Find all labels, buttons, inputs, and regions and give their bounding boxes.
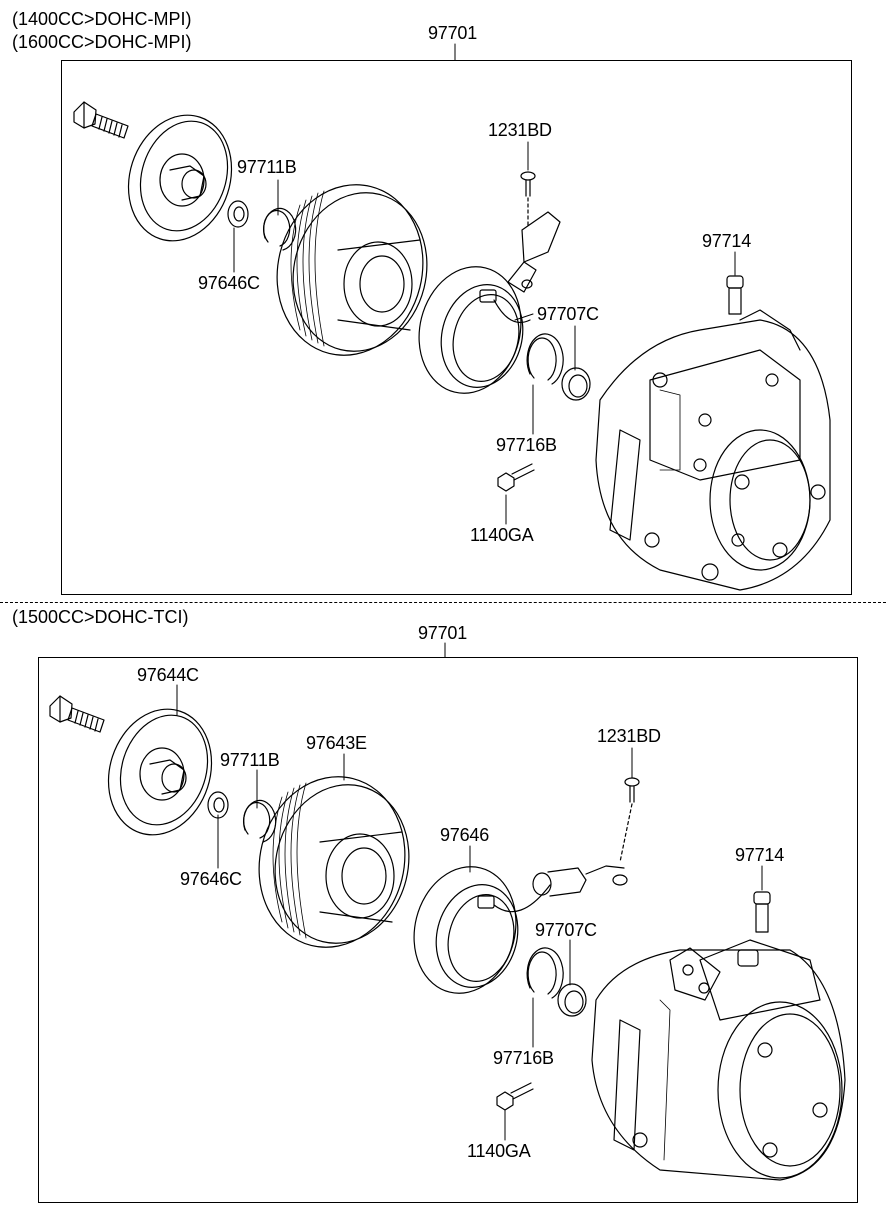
- part-label-97714: 97714: [735, 845, 785, 865]
- bolt-1: [73, 101, 129, 139]
- part-label-97644c: 97644C: [137, 665, 199, 685]
- engine-spec-1400cc: (1400CC>DOHC-MPI): [12, 9, 192, 29]
- leader-lines-2: [176, 642, 763, 1141]
- part-label-1140ga: 1140GA: [470, 525, 534, 545]
- seal-97707c-2: [557, 983, 587, 1017]
- part-label-97716b: 97716B: [496, 435, 557, 455]
- part-label-1231bd: 1231BD: [597, 726, 661, 746]
- clutch-hub-2: [107, 708, 213, 836]
- compressor-2: [591, 939, 846, 1181]
- part-label-97643e: 97643E: [306, 733, 367, 753]
- part-label-97711b: 97711B: [220, 750, 280, 770]
- leader-lines-1: [233, 43, 736, 525]
- compressor-1: [595, 309, 831, 591]
- engine-spec-1500cc: (1500CC>DOHC-TCI): [12, 607, 189, 627]
- bolt-1140ga-1: [497, 463, 535, 492]
- washer-97646c-2: [207, 791, 229, 819]
- part-label-97711b: 97711B: [237, 157, 297, 177]
- snap-ring-97711b-2: [243, 799, 277, 843]
- part-label-97714: 97714: [702, 231, 752, 251]
- washer-97646c-1: [227, 200, 249, 228]
- pulley-1: [276, 184, 428, 356]
- part-label-97646c: 97646C: [198, 273, 260, 293]
- field-coil-1: [418, 266, 531, 394]
- part-label-97707c: 97707C: [537, 304, 599, 324]
- part-label-97716b: 97716B: [493, 1048, 554, 1068]
- assembly-label-97701: 97701: [418, 623, 468, 643]
- engine-spec-1600cc: (1600CC>DOHC-MPI): [12, 32, 192, 52]
- diagram-frame-1: [61, 60, 852, 595]
- diagram-frame-2: [38, 657, 858, 1203]
- bolt-97714-2: [753, 891, 771, 933]
- pulley-2: [258, 776, 410, 948]
- snap-ring-97716b-1: [526, 333, 564, 385]
- connector-2: [532, 865, 628, 897]
- part-label-1140ga: 1140GA: [467, 1141, 531, 1161]
- snap-ring-97711b-1: [263, 207, 297, 251]
- part-label-97707c: 97707C: [535, 920, 597, 940]
- part-label-1231bd: 1231BD: [488, 120, 552, 140]
- screw-1231bd-2: [619, 777, 640, 863]
- assembly-label-97701: 97701: [428, 23, 478, 43]
- connector-bracket-1: [507, 211, 561, 293]
- field-coil-2: [413, 866, 551, 994]
- section-divider: [0, 602, 886, 603]
- screw-1231bd-1: [520, 171, 536, 226]
- part-label-97646: 97646: [440, 825, 490, 845]
- bolt-97714-1: [726, 275, 744, 315]
- seal-97707c-1: [561, 367, 591, 401]
- bolt-1140ga-2: [496, 1082, 534, 1111]
- part-label-97646c: 97646C: [180, 869, 242, 889]
- clutch-hub-1: [127, 114, 233, 242]
- bolt-2: [49, 695, 105, 733]
- snap-ring-97716b-2: [526, 947, 564, 999]
